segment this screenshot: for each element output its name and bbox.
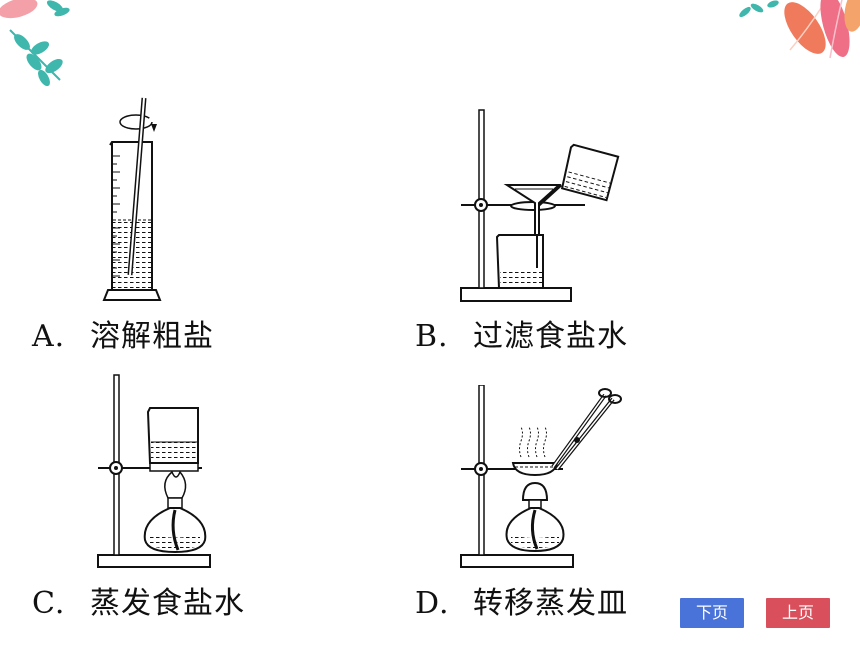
- next-page-button[interactable]: 下页: [680, 598, 744, 628]
- top-left-leaf-decoration: [0, 0, 70, 87]
- diagram-evaporation: [90, 370, 220, 570]
- option-d-caption: D. 转移蒸发皿: [415, 578, 628, 622]
- option-d-text: 转移蒸发皿: [473, 586, 628, 621]
- crucible-tongs-setup-icon: [460, 385, 622, 568]
- option-b-text: 过滤食盐水: [473, 319, 628, 354]
- option-b-caption: B. 过滤食盐水: [415, 311, 628, 355]
- top-right-leaf-decoration: [739, 0, 860, 59]
- graduated-cylinder-with-rod-icon: [102, 97, 162, 301]
- option-a-text: 溶解粗盐: [90, 319, 214, 354]
- option-b-letter: B.: [415, 319, 449, 354]
- previous-page-button[interactable]: 上页: [766, 598, 830, 628]
- option-d-letter: D.: [415, 586, 450, 621]
- diagram-transfer-dish: [455, 385, 635, 570]
- diagram-dissolve: [100, 90, 180, 305]
- evaporation-beaker-setup-icon: [97, 374, 211, 568]
- option-c-letter: C.: [32, 586, 66, 621]
- filtration-setup-icon: [460, 109, 620, 302]
- option-c-text: 蒸发食盐水: [90, 586, 245, 621]
- diagram-filtration: [455, 105, 625, 305]
- option-c-caption: C. 蒸发食盐水: [32, 578, 245, 622]
- option-a-letter: A.: [32, 319, 66, 354]
- option-a-caption: A. 溶解粗盐: [32, 311, 214, 355]
